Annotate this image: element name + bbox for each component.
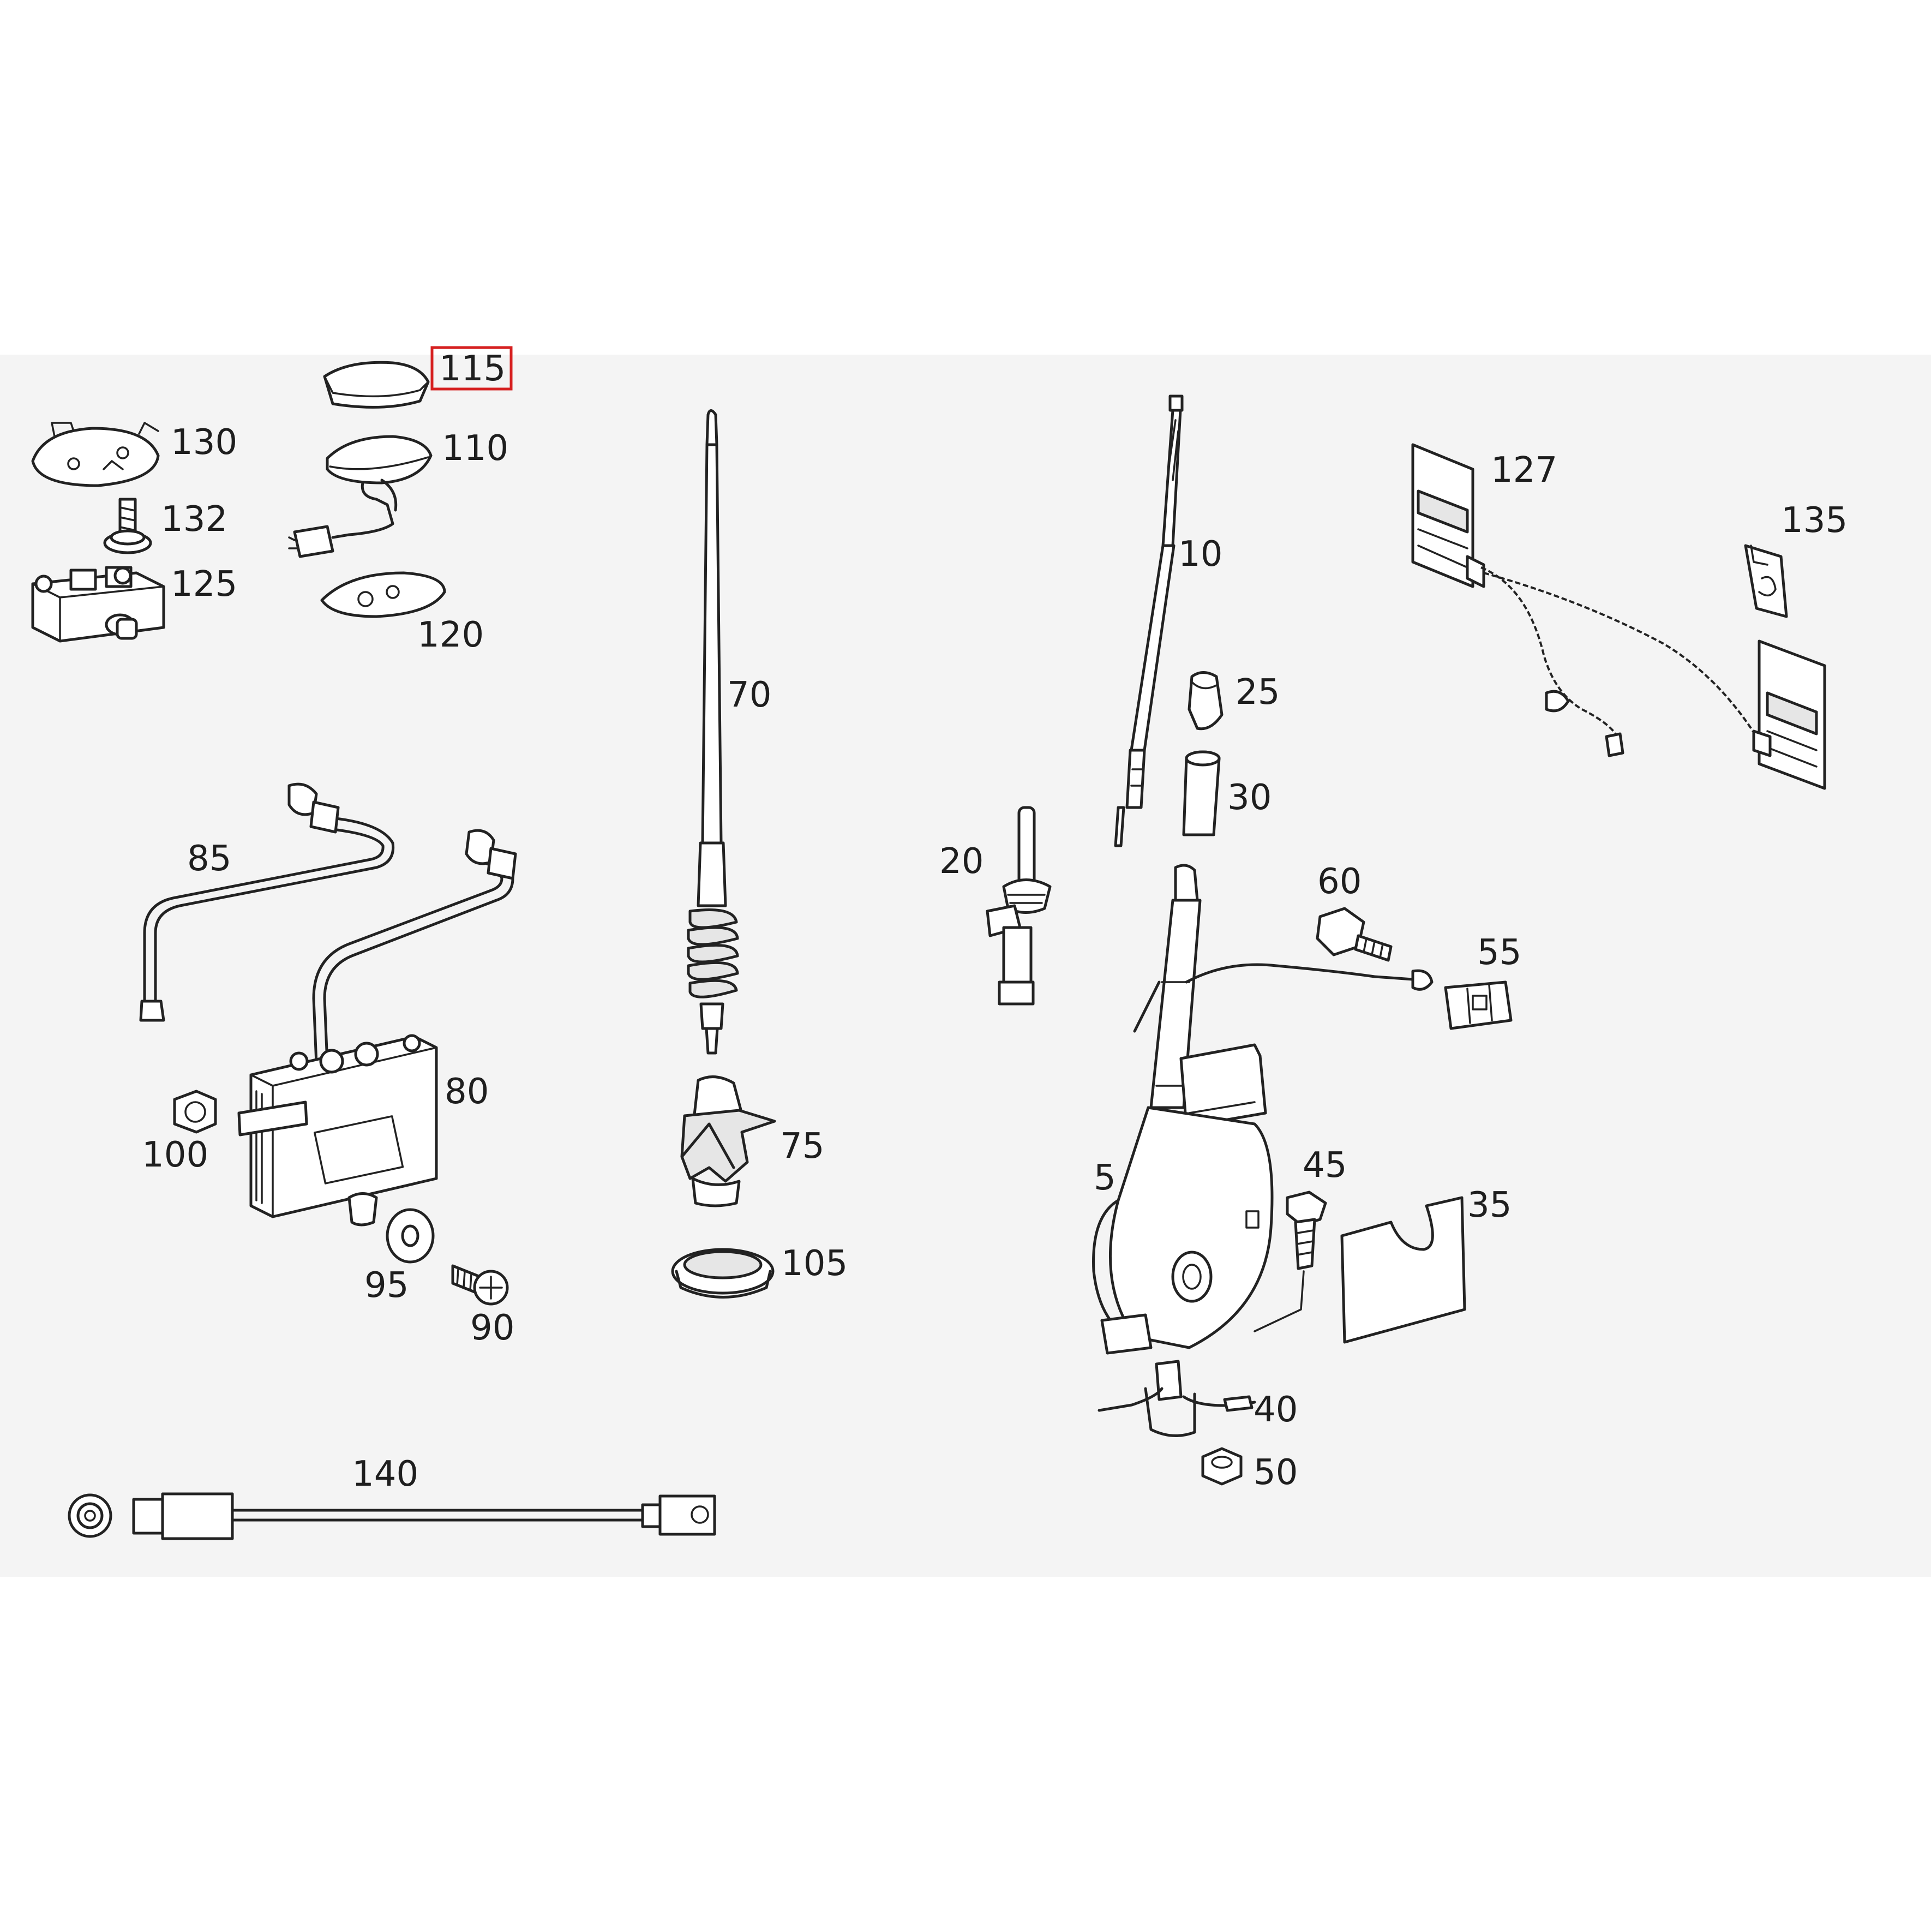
callout-70[interactable]: 70 xyxy=(727,675,771,715)
callout-100[interactable]: 100 xyxy=(142,1135,208,1175)
callout-80[interactable]: 80 xyxy=(445,1072,489,1112)
callout-85[interactable]: 85 xyxy=(187,839,231,879)
part-70-antenna-mast[interactable] xyxy=(687,409,739,1055)
callout-105[interactable]: 105 xyxy=(781,1243,848,1284)
part-127-bracket-second[interactable] xyxy=(1752,639,1826,790)
part-125-module[interactable] xyxy=(31,566,165,643)
callout-50[interactable]: 50 xyxy=(1254,1452,1298,1493)
callout-35[interactable]: 35 xyxy=(1467,1185,1512,1225)
callout-25[interactable]: 25 xyxy=(1236,672,1280,713)
callout-135[interactable]: 135 xyxy=(1781,500,1848,541)
part-130-mounting-plate[interactable] xyxy=(31,422,160,487)
part-45-bolt[interactable] xyxy=(1254,1191,1327,1332)
part-127-bracket[interactable] xyxy=(1411,443,1758,757)
part-10-telescopic-mast[interactable] xyxy=(1114,394,1184,847)
part-100-nut[interactable] xyxy=(173,1090,217,1134)
callout-75[interactable]: 75 xyxy=(780,1126,824,1167)
callout-20[interactable]: 20 xyxy=(939,841,984,882)
callout-90[interactable]: 90 xyxy=(470,1308,514,1348)
callout-110[interactable]: 110 xyxy=(442,428,508,469)
part-55-clip[interactable] xyxy=(1444,980,1513,1030)
callout-115[interactable]: 115 xyxy=(439,349,506,389)
callout-45[interactable]: 45 xyxy=(1303,1145,1347,1186)
part-35-pad[interactable] xyxy=(1340,1196,1466,1344)
callout-120[interactable]: 120 xyxy=(417,615,484,655)
part-140-coax-cable[interactable] xyxy=(68,1492,716,1540)
part-105-grommet[interactable] xyxy=(671,1248,775,1299)
part-30-tube[interactable] xyxy=(1182,750,1221,836)
part-95-washer[interactable] xyxy=(386,1208,435,1264)
callout-132[interactable]: 132 xyxy=(161,499,227,540)
callout-30[interactable]: 30 xyxy=(1227,777,1272,818)
callout-140[interactable]: 140 xyxy=(352,1454,418,1494)
callout-40[interactable]: 40 xyxy=(1254,1390,1298,1430)
part-135-clip[interactable] xyxy=(1744,544,1788,618)
part-75-mount-base[interactable] xyxy=(680,1075,776,1207)
highlight-box-115 xyxy=(430,346,513,391)
part-50-nut[interactable] xyxy=(1201,1447,1243,1486)
part-110-antenna-base[interactable] xyxy=(288,435,433,558)
callout-60[interactable]: 60 xyxy=(1317,862,1362,902)
part-40-bracket[interactable] xyxy=(1098,1360,1256,1437)
callout-10[interactable]: 10 xyxy=(1178,534,1222,575)
part-90-screw[interactable] xyxy=(451,1264,509,1306)
callout-55[interactable]: 55 xyxy=(1477,932,1521,973)
part-85-cable[interactable] xyxy=(139,782,395,1022)
callout-125[interactable]: 125 xyxy=(171,564,237,605)
callout-95[interactable]: 95 xyxy=(364,1265,409,1306)
part-5-antenna-motor[interactable] xyxy=(1092,864,1434,1355)
part-120-gasket[interactable] xyxy=(320,571,446,618)
callout-130[interactable]: 130 xyxy=(171,422,237,463)
part-60-bolt[interactable] xyxy=(1316,907,1393,962)
part-80-amplifier-module[interactable] xyxy=(237,829,517,1227)
part-25-sleeve[interactable] xyxy=(1188,671,1224,731)
part-20-guide-tube[interactable] xyxy=(986,806,1052,1006)
part-115-cap[interactable] xyxy=(323,361,430,409)
callout-5[interactable]: 5 xyxy=(1094,1158,1116,1198)
part-132-screw[interactable] xyxy=(103,498,152,554)
callout-127[interactable]: 127 xyxy=(1491,450,1557,491)
